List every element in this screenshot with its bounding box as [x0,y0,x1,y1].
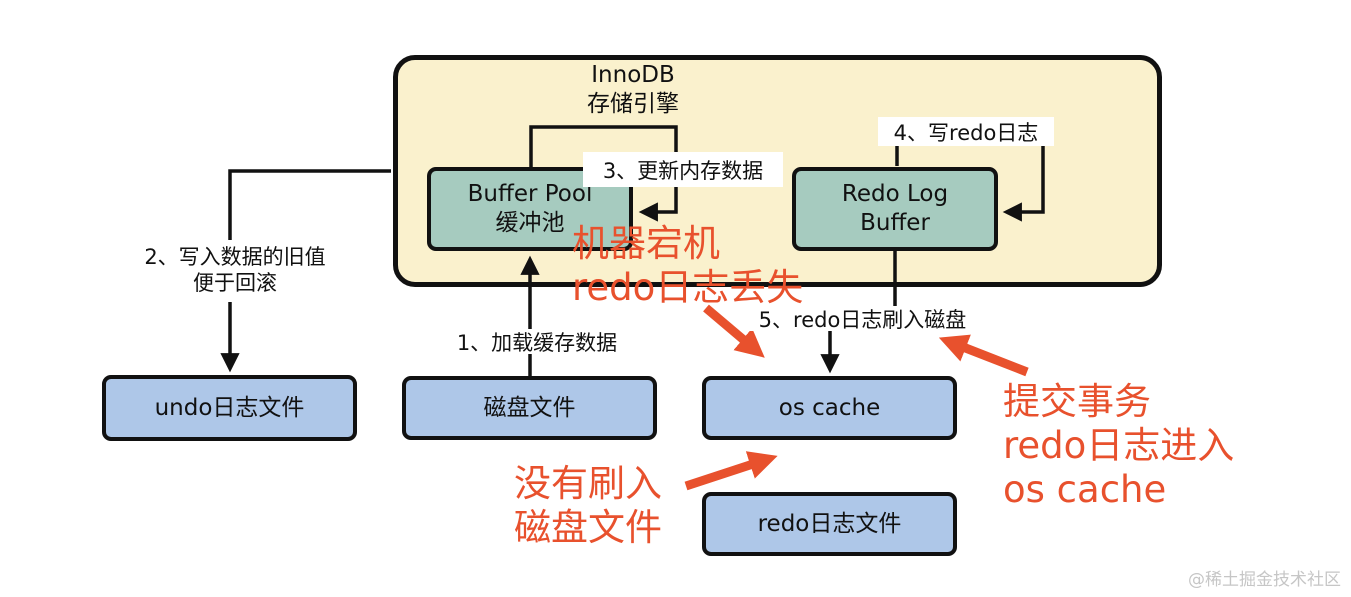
watermark: @稀土掘金技术社区 [1188,570,1341,590]
step5-connector [820,251,897,374]
step2-label-line2: 便于回滚 [193,271,277,295]
redo-log-buffer-label-line2: Buffer [860,210,930,236]
disk-file-label: 磁盘文件 [483,394,576,421]
step5-label: 5、redo日志刷入磁盘 [745,306,980,332]
undo-log-file-label: undo日志文件 [154,394,305,421]
commit-annotation-line3: os cache [1003,468,1167,511]
innodb-title-line1: InnoDB [591,62,675,88]
crash-annotation-line2: redo日志丢失 [572,266,804,309]
not-flushed-arrow [684,451,778,491]
commit-arrow [938,334,1029,377]
step2-label-line1: 2、写入数据的旧值 [144,244,326,269]
redo-log-file-label: redo日志文件 [757,510,902,537]
commit-annotation: 提交事务 redo日志进入 os cache [1003,380,1234,512]
undo-log-file-node: undo日志文件 [102,375,357,441]
not-flushed-annotation-line1: 没有刷入 [514,462,662,505]
commit-annotation-line2: redo日志进入 [1003,424,1235,467]
step1-label: 1、加载缓存数据 [437,329,637,355]
disk-file-node: 磁盘文件 [402,376,657,440]
redo-log-buffer-label-line1: Redo Log [841,181,949,208]
commit-annotation-line1: 提交事务 [1003,380,1151,423]
os-cache-label: os cache [778,394,881,421]
step4-label: 4、写redo日志 [878,117,1054,146]
os-cache-node: os cache [702,376,957,440]
buffer-pool-label-line2: 缓冲池 [495,210,565,236]
crash-annotation: 机器宕机 redo日志丢失 [572,222,803,310]
innodb-title-line2: 存储引擎 [587,91,679,118]
buffer-pool-label-line1: Buffer Pool [467,181,593,208]
redo-log-buffer-node: Redo Log Buffer [792,167,998,251]
step3-loop-connector [529,125,678,222]
step4-connector [895,145,1045,222]
crash-arrow [703,304,765,358]
not-flushed-annotation-line2: 磁盘文件 [514,506,662,549]
not-flushed-annotation: 没有刷入 磁盘文件 [498,462,678,550]
step3-label: 3、更新内存数据 [583,152,783,187]
crash-annotation-line1: 机器宕机 [572,222,720,265]
step2-connector [220,169,391,373]
redo-log-file-node: redo日志文件 [702,492,957,556]
step2-label: 2、写入数据的旧值 便于回滚 [105,240,365,300]
innodb-title: InnoDB 存储引擎 [508,61,758,120]
